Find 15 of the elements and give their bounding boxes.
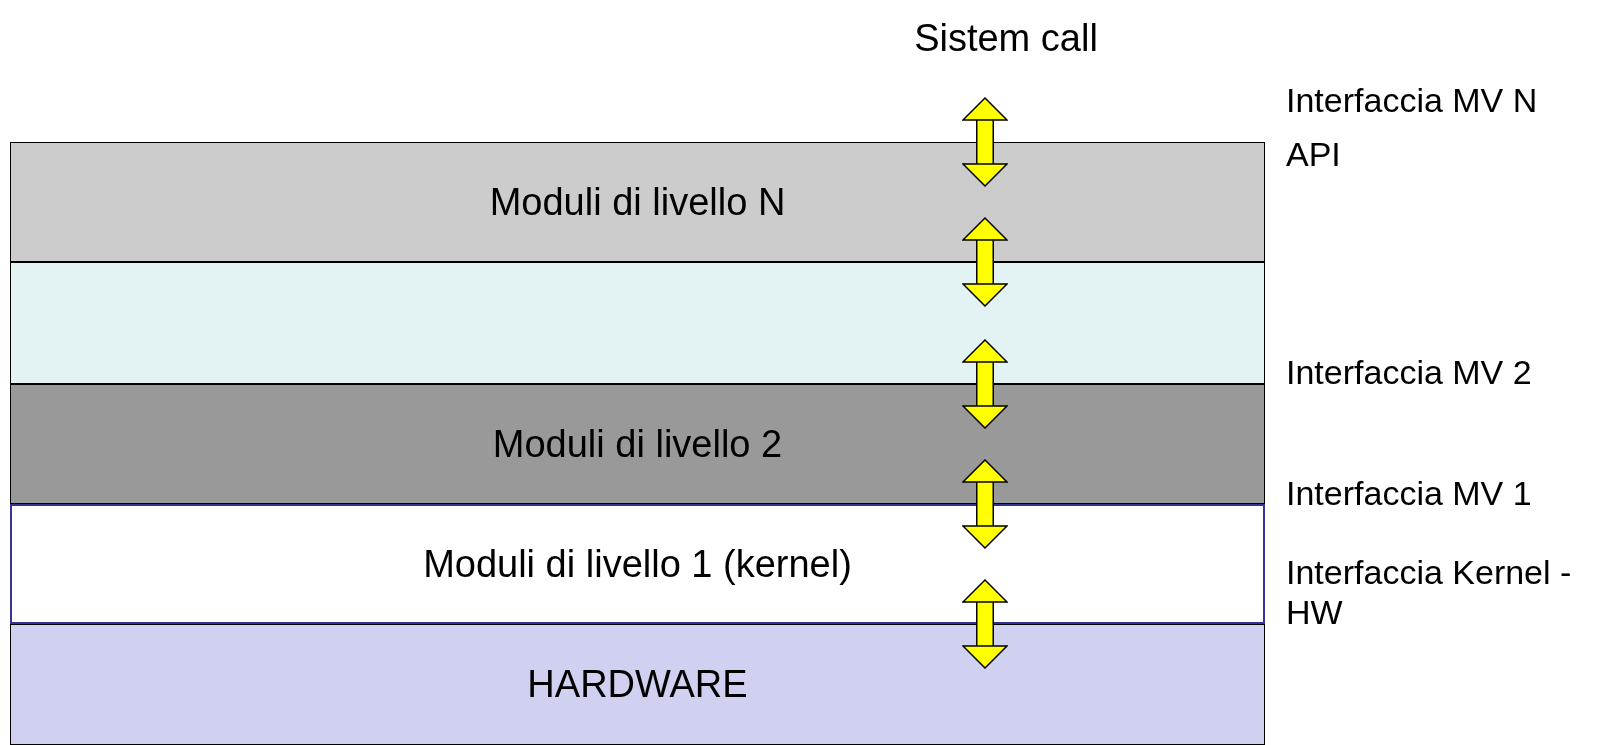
layer-label: Moduli di livello 2 — [492, 421, 783, 467]
interface-label: Interfaccia MV 1 — [1286, 473, 1533, 513]
layer-label: Moduli di livello 1 (kernel) — [423, 541, 852, 587]
layer-band — [10, 624, 1265, 745]
empty-layer-band — [10, 262, 1265, 384]
layer-band — [10, 384, 1265, 504]
layer-label: HARDWARE — [527, 662, 748, 707]
layer-band — [10, 142, 1265, 262]
layer-band — [10, 504, 1265, 624]
interface-label: Interfaccia MV 2 — [1286, 352, 1533, 392]
interface-label: Interfaccia MV N — [1286, 80, 1539, 120]
interface-label: Interfaccia Kernel - HW — [1286, 552, 1573, 632]
heading-text: Sistem call — [900, 10, 1112, 98]
layer-label: Moduli di livello N — [489, 179, 786, 225]
interface-label: API — [1286, 134, 1342, 174]
